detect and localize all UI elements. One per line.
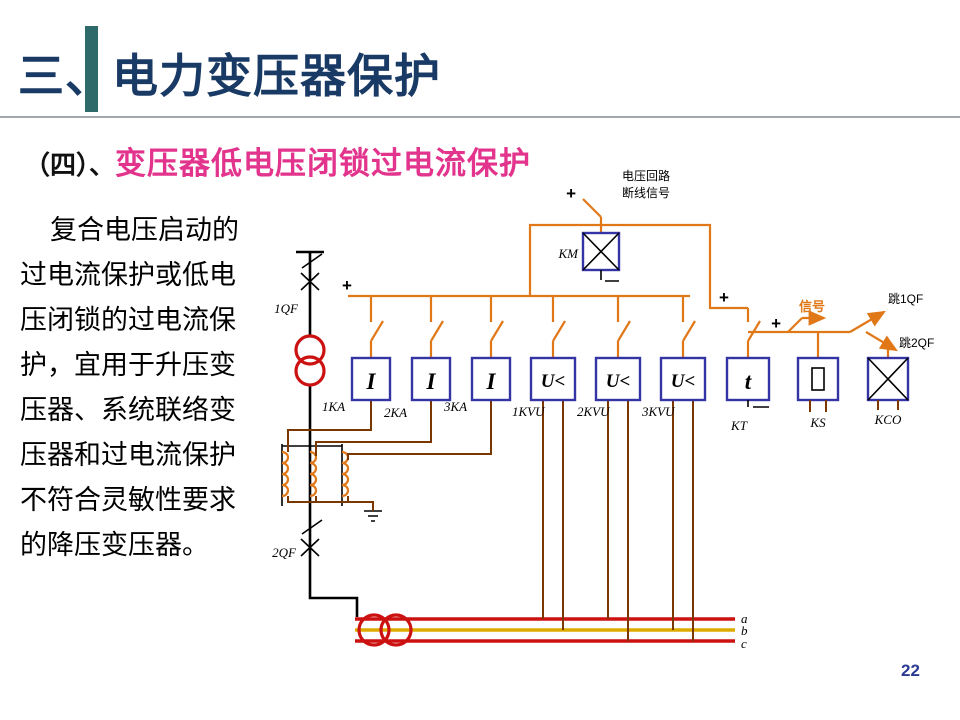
relay-symbol-3ka: I <box>486 369 497 394</box>
diagram-labels: 1QF 2QF + KM + 电压回路 断线信号 + + 信号 跳1QF 跳2Q… <box>272 168 934 651</box>
body-line: 复合电压启动的 <box>50 215 239 245</box>
body-line: 过电流保护或低电 <box>20 260 236 290</box>
kco-x-icon <box>867 357 909 401</box>
relay-label-kt: KT <box>730 418 748 433</box>
km-label: KM <box>558 246 580 261</box>
subtitle-number: （四）、 <box>24 150 116 180</box>
subtitle-text: 变压器低电压闭锁过电流保护 <box>115 146 532 181</box>
phase-a-label: a <box>741 611 748 626</box>
supervision-text-1: 电压回路 <box>622 168 670 183</box>
breaker2-label: 2QF <box>272 545 297 560</box>
relay-label-1ka: 1KA <box>322 399 345 414</box>
title-divider <box>0 116 960 118</box>
signal-label: 信号 <box>799 299 825 314</box>
transformer-lv-icon <box>357 613 413 647</box>
supervision-text-2: 断线信号 <box>622 185 670 200</box>
secondary-wiring <box>287 400 694 641</box>
relay-label-3ka: 3KA <box>443 399 467 414</box>
contact-icon <box>681 296 696 358</box>
relay-boxes <box>350 231 910 412</box>
current-transformer-icons <box>281 450 350 498</box>
trip2-arrow <box>865 331 898 352</box>
title-accent-bar <box>85 26 98 112</box>
plus-main: + <box>342 276 352 295</box>
plus-signal: + <box>771 314 781 333</box>
contact-icon <box>551 296 566 358</box>
page-title: 三、电力变压器保护 <box>18 50 441 102</box>
body-line: 压闭锁的过电流保 <box>20 305 236 335</box>
relay-symbol-2kvu: U< <box>606 371 631 392</box>
relay-box-1kvu <box>529 356 577 402</box>
relay-label-1kvu: 1KVU <box>512 404 546 419</box>
breaker1-blade <box>301 253 323 269</box>
breaker2-icon <box>300 538 320 557</box>
relay-box-3kvu <box>659 356 707 402</box>
relay-box-2kvu <box>594 356 642 402</box>
subtitle: （四）、变压器低电压闭锁过电流保护 <box>24 138 531 183</box>
relay-box-2ka <box>410 356 452 402</box>
km-loop <box>528 223 748 310</box>
plus-kt: + <box>719 288 729 307</box>
trip1-label: 跳1QF <box>888 292 923 306</box>
trip1-arrow <box>849 310 886 333</box>
page-number: 22 <box>901 661 920 680</box>
relay-box-1ka <box>350 356 392 402</box>
trip2-label: 跳2QF <box>899 336 934 350</box>
relay-symbol-3kvu: U< <box>671 371 696 392</box>
control-wiring <box>348 198 898 358</box>
phase-b-label: b <box>741 623 748 638</box>
transformer-hv-icon <box>294 334 326 387</box>
km-supply-contact <box>582 198 603 225</box>
km-minus <box>600 270 619 282</box>
body-line: 压器、系统联络变 <box>20 395 236 425</box>
relay-label-2ka: 2KA <box>384 405 407 420</box>
lv-busbars <box>355 617 735 643</box>
relay-box-3ka <box>470 356 512 402</box>
phase-c-label: c <box>741 636 747 651</box>
relay-symbol-kt: t <box>745 369 752 394</box>
kt-minus <box>747 400 769 408</box>
relay-label-ks: KS <box>809 415 826 430</box>
breaker2-blade <box>301 519 323 535</box>
relay-label-2kvu: 2KVU <box>577 404 611 419</box>
body-line: 不符合灵敏性要求 <box>20 485 236 515</box>
km-x-icon <box>582 232 620 271</box>
plus-km: + <box>566 184 576 203</box>
contact-icon <box>616 296 631 358</box>
body-paragraph: 复合电压启动的 过电流保护或低电 压闭锁的过电流保 护，宜用于升压变 压器、系统… <box>20 208 239 568</box>
ground-icon <box>364 510 382 522</box>
relay-symbol-1kvu: U< <box>541 371 566 392</box>
body-line: 的降压变压器。 <box>20 530 209 560</box>
breaker1-label: 1QF <box>274 301 299 316</box>
relay-symbol-1ka: I <box>366 369 377 394</box>
contact-icon <box>369 296 384 358</box>
relay-label-3kvu: 3KVU <box>641 404 676 419</box>
breaker1-icon <box>300 272 320 291</box>
relay-box-ks <box>796 356 840 402</box>
relay-label-kco: KCO <box>874 412 902 427</box>
body-line: 压器和过电流保护 <box>20 440 236 470</box>
signal-contact <box>787 317 803 333</box>
contact-icon <box>429 296 444 358</box>
ks-symbol-icon <box>811 367 825 391</box>
body-line: 护，宜用于升压变 <box>20 350 236 380</box>
relay-symbol-2ka: I <box>426 369 437 394</box>
contact-icon <box>489 296 504 358</box>
